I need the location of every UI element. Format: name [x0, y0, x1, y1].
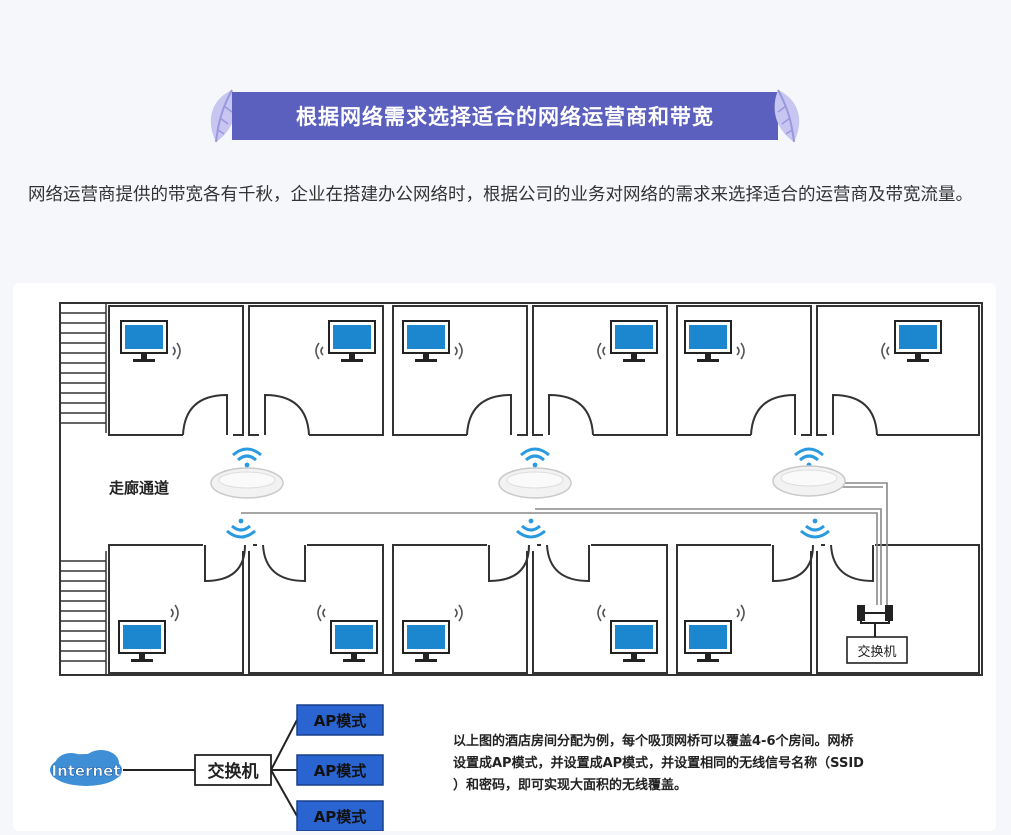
internet-label: Internet — [51, 762, 120, 780]
ap-mode-box-3: AP模式 — [296, 800, 384, 832]
caption-line-3: ）和密码，即可实现大面积的无线覆盖。 — [453, 777, 687, 793]
caption-line-2: 设置成AP模式，并设置成AP模式，并设置相同的无线信号名称（SSID — [453, 755, 864, 771]
switch-device-label: 交换机 — [857, 644, 896, 660]
stairs-bottom — [60, 551, 107, 675]
top-rooms — [108, 305, 980, 436]
section-title-banner: 根据网络需求选择适合的网络运营商和带宽 — [200, 86, 810, 146]
bottom-doors — [203, 539, 875, 583]
ap-mode-label-3: AP模式 — [314, 808, 367, 826]
stairs-top — [60, 303, 107, 433]
ap-mode-label-2: AP模式 — [314, 762, 367, 780]
building-outline — [59, 302, 983, 676]
access-point-2 — [498, 447, 572, 539]
section-title: 根据网络需求选择适合的网络运营商和带宽 — [232, 92, 778, 140]
ap-mode-box-1: AP模式 — [296, 704, 384, 736]
access-point-3 — [772, 447, 846, 539]
ap-mode-box-2: AP模式 — [296, 754, 384, 786]
top-doors — [182, 393, 878, 437]
floor-plan-diagram: 走廊通道 交换机 Internet 交换机 AP模式 AP模式 AP模式 — [50, 302, 983, 832]
switch-device: 交换机 — [846, 605, 908, 664]
leaf-decoration-icon — [210, 89, 236, 143]
ap-mode-label-1: AP模式 — [314, 712, 367, 730]
monitors-bottom — [118, 604, 745, 663]
access-point-1 — [210, 447, 284, 539]
leaf-decoration-icon — [774, 89, 800, 143]
diagram-caption: 以上图的酒店房间分配为例，每个吸顶网桥可以覆盖4-6个房间。网桥 设置成AP模式… — [453, 733, 864, 793]
caption-line-1: 以上图的酒店房间分配为例，每个吸顶网桥可以覆盖4-6个房间。网桥 — [453, 733, 854, 749]
topology-switch: 交换机 — [194, 754, 272, 786]
corridor-label: 走廊通道 — [109, 479, 169, 497]
topology-switch-label: 交换机 — [208, 761, 259, 782]
network-diagram-card: 走廊通道 交换机 Internet 交换机 AP模式 AP模式 AP模式 — [13, 283, 996, 832]
bottom-rooms — [108, 544, 980, 674]
intro-paragraph: 网络运营商提供的带宽各有千秋，企业在搭建办公网络时，根据公司的业务对网络的需求来… — [28, 185, 973, 205]
links-switch-ap — [270, 719, 298, 817]
internet-cloud: Internet — [50, 750, 122, 786]
